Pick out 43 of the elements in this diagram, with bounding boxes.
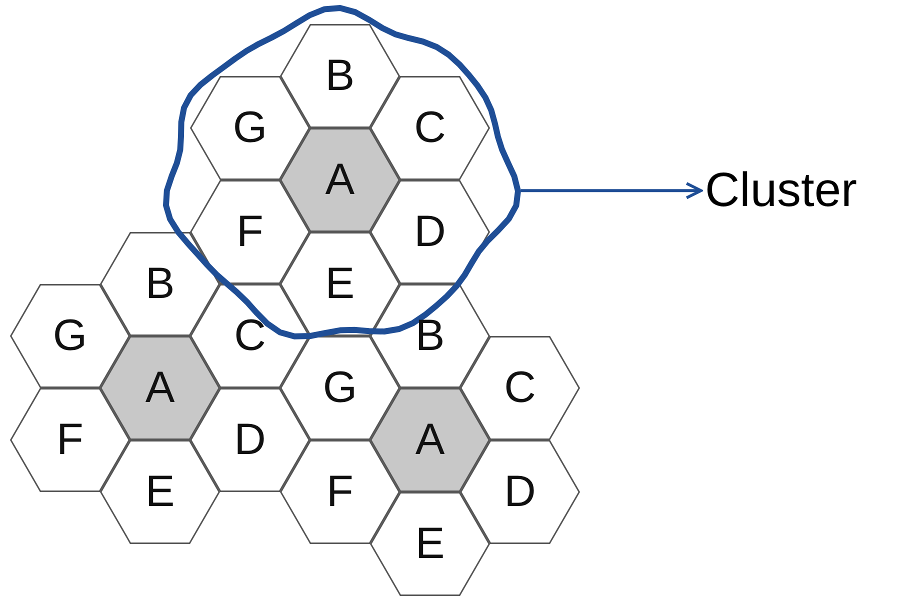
cell-letter: D (504, 470, 536, 514)
cell-letter: G (52, 314, 88, 358)
hexagon-cell (100, 336, 220, 440)
cell-letter: E (415, 522, 445, 566)
cell-letter: A (325, 158, 355, 202)
cell-letter: E (145, 470, 175, 514)
hexagon-cell (280, 336, 400, 440)
hexagon-cell (190, 388, 310, 492)
cell-letter: A (415, 418, 445, 462)
cell-letter: A (145, 366, 175, 410)
hexagon-cell (280, 24, 400, 128)
cell-letter: F (326, 470, 354, 514)
hexagon-cell (190, 76, 310, 180)
cell-letter: F (236, 210, 264, 254)
hexagon-cell (10, 284, 130, 388)
hexagon-cell (460, 336, 580, 440)
cell-letter: C (414, 106, 446, 150)
hexagon-cell (10, 388, 130, 492)
hexagon-cell (370, 388, 490, 492)
cell-letter: G (322, 366, 358, 410)
cell-letter: C (234, 314, 266, 358)
cell-letter: B (325, 54, 355, 98)
cell-letter: C (504, 366, 536, 410)
cell-letter: D (234, 418, 266, 462)
arrow (520, 182, 702, 200)
cell-letter: G (232, 106, 268, 150)
hexagon-cell (460, 440, 580, 544)
hexagon-cell (100, 232, 220, 336)
hexagon-cell (280, 440, 400, 544)
cell-letter: F (56, 418, 84, 462)
hexagon-cell (190, 180, 310, 284)
cell-letter: B (145, 262, 175, 306)
hexagon-cell (370, 492, 490, 596)
cluster-label: Cluster (705, 163, 858, 218)
hexagon-cell (280, 232, 400, 336)
hexagon-cell (370, 76, 490, 180)
hexagon-cell (280, 128, 400, 232)
hexagon-cell (100, 440, 220, 544)
hexagon-cell (370, 180, 490, 284)
cell-letter: B (415, 314, 445, 358)
cell-letter: D (414, 210, 446, 254)
cell-letter: E (325, 262, 355, 306)
hexagon-cell (190, 284, 310, 388)
